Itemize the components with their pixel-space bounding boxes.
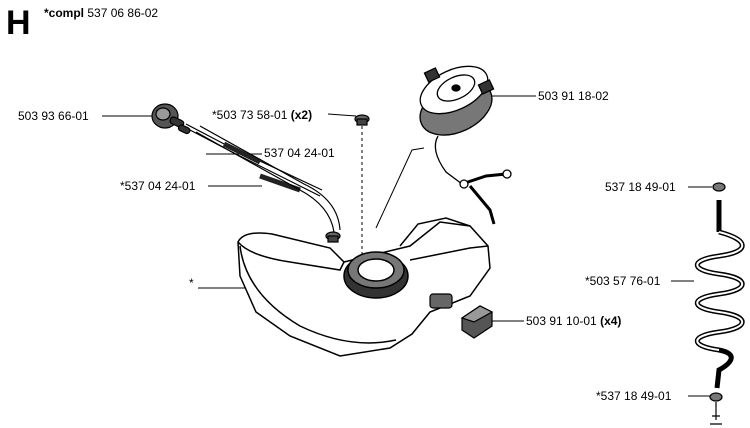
assembly-prefix: *compl <box>44 6 85 20</box>
fuel-tank <box>237 147 491 357</box>
label-clamp-bottom: *537 18 49-01 <box>596 389 672 403</box>
fuel-hoses <box>185 123 341 233</box>
assembly-part-number: 537 06 86-02 <box>87 6 159 20</box>
grommet-part-number: *503 73 58-01 <box>212 108 288 122</box>
grommets <box>325 114 370 243</box>
breather-valve <box>151 103 191 135</box>
label-clamp-top: 537 18 49-01 <box>605 180 676 194</box>
label-hose-upper: 537 04 24-01 <box>264 146 335 160</box>
coiled-hose <box>695 182 745 425</box>
label-fuel-tank: * <box>189 276 194 290</box>
label-grommet: *503 73 58-01 (x2) <box>212 108 312 122</box>
label-hose-lower: *537 04 24-01 <box>120 179 196 193</box>
label-damper: 503 91 10-01 (x4) <box>526 314 621 328</box>
leader-grommet <box>327 113 357 117</box>
section-letter: H <box>6 4 31 42</box>
label-tank-cap: 503 91 18-02 <box>538 89 609 103</box>
damper-quantity: (x4) <box>600 314 622 328</box>
label-coil-hose: *503 57 76-01 <box>585 274 661 288</box>
grommet-quantity: (x2) <box>290 108 313 122</box>
label-breather-valve: 503 93 66-01 <box>18 109 89 123</box>
damper-part-number: 503 91 10-01 <box>526 314 597 328</box>
tank-cap <box>419 65 512 225</box>
assembly-number: *compl 537 06 86-02 <box>44 6 158 20</box>
damper <box>429 293 494 339</box>
